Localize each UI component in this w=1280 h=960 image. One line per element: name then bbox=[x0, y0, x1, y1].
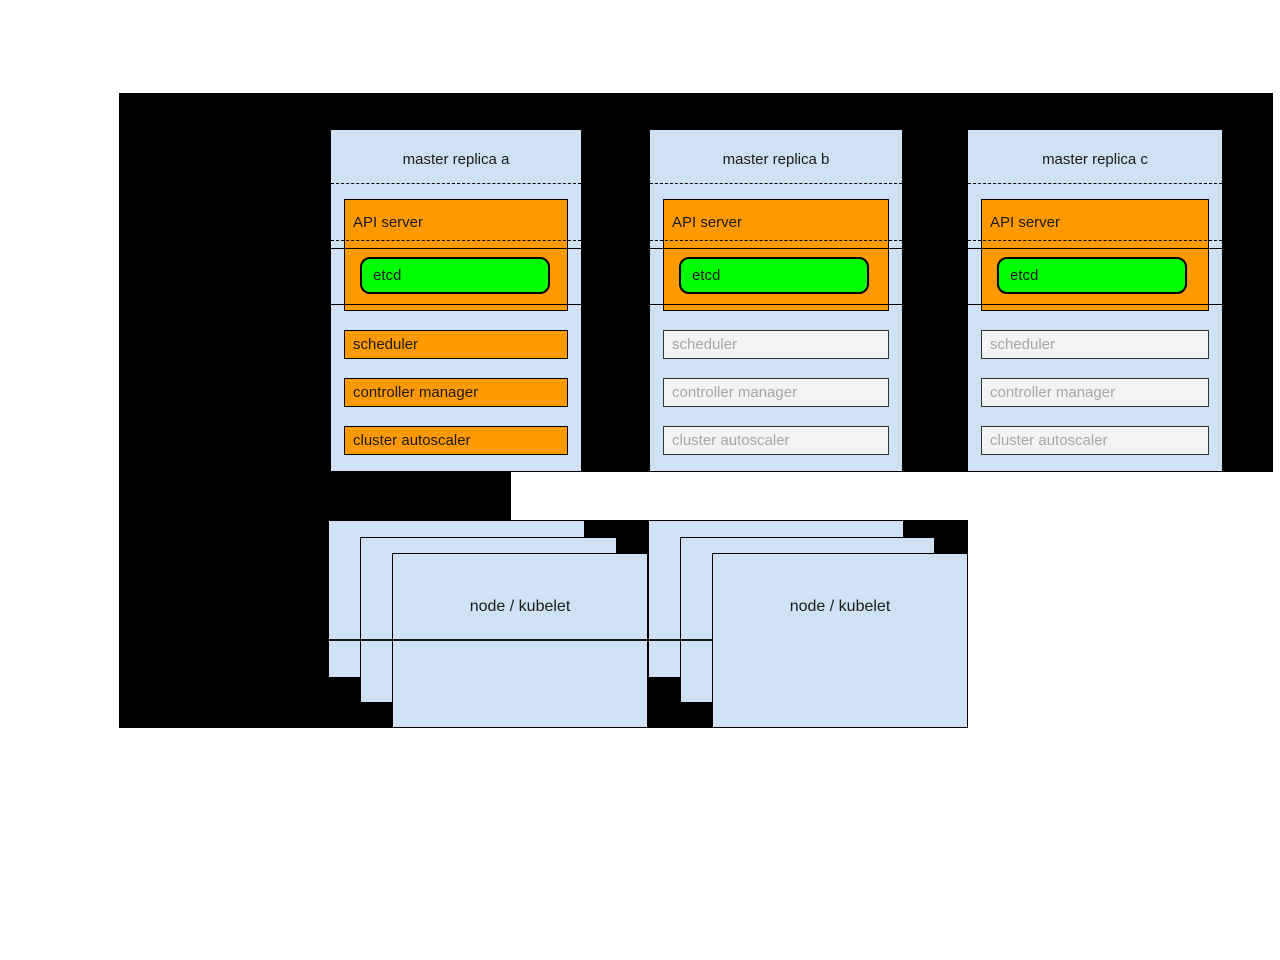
etcd-box: etcd bbox=[997, 257, 1187, 294]
etcd-compartment-bottom-line bbox=[331, 304, 581, 305]
api-server-label: API server bbox=[672, 214, 743, 231]
scheduler-box: scheduler bbox=[663, 330, 889, 359]
node-title: node / kubelet bbox=[469, 598, 571, 615]
master-title: master replica a bbox=[402, 151, 510, 168]
controller-manager-box: controller manager bbox=[663, 378, 889, 407]
master-title: master replica b bbox=[722, 151, 830, 168]
api-server-box: API server bbox=[981, 199, 1209, 311]
cluster-autoscaler-box: cluster autoscaler bbox=[981, 426, 1209, 455]
etcd-compartment-top-line bbox=[650, 248, 902, 249]
etcd-box: etcd bbox=[360, 257, 550, 294]
etcd-box: etcd bbox=[679, 257, 869, 294]
api-server-label: API server bbox=[353, 214, 424, 231]
cluster-autoscaler-box: cluster autoscaler bbox=[663, 426, 889, 455]
master-replica-c-panel: master replica c API server etcd schedul… bbox=[967, 129, 1223, 472]
etcd-compartment-top-line bbox=[331, 248, 581, 249]
node-stack2-front-box: node / kubelet bbox=[712, 553, 968, 728]
controller-manager-box: controller manager bbox=[981, 378, 1209, 407]
title-separator-dashed-line bbox=[331, 183, 581, 184]
api-etcd-dashed-line bbox=[968, 240, 1222, 241]
master-replica-a-panel: master replica a API server etcd schedul… bbox=[330, 129, 582, 472]
api-server-label: API server bbox=[990, 214, 1061, 231]
master-title: master replica c bbox=[1042, 151, 1148, 168]
api-server-box: API server bbox=[663, 199, 889, 311]
scheduler-box: scheduler bbox=[344, 330, 568, 359]
cluster-autoscaler-box: cluster autoscaler bbox=[344, 426, 568, 455]
scheduler-box: scheduler bbox=[981, 330, 1209, 359]
node-title: node / kubelet bbox=[789, 598, 891, 615]
etcd-compartment-bottom-line bbox=[968, 304, 1222, 305]
api-server-box: API server bbox=[344, 199, 568, 311]
controller-manager-box: controller manager bbox=[344, 378, 568, 407]
etcd-compartment-top-line bbox=[968, 248, 1222, 249]
etcd-compartment-bottom-line bbox=[650, 304, 902, 305]
node-title-divider-line bbox=[328, 639, 712, 641]
api-etcd-dashed-line bbox=[650, 240, 902, 241]
title-separator-dashed-line bbox=[968, 183, 1222, 184]
title-separator-dashed-line bbox=[650, 183, 902, 184]
master-replica-b-panel: master replica b API server etcd schedul… bbox=[649, 129, 903, 472]
api-etcd-dashed-line bbox=[331, 240, 581, 241]
